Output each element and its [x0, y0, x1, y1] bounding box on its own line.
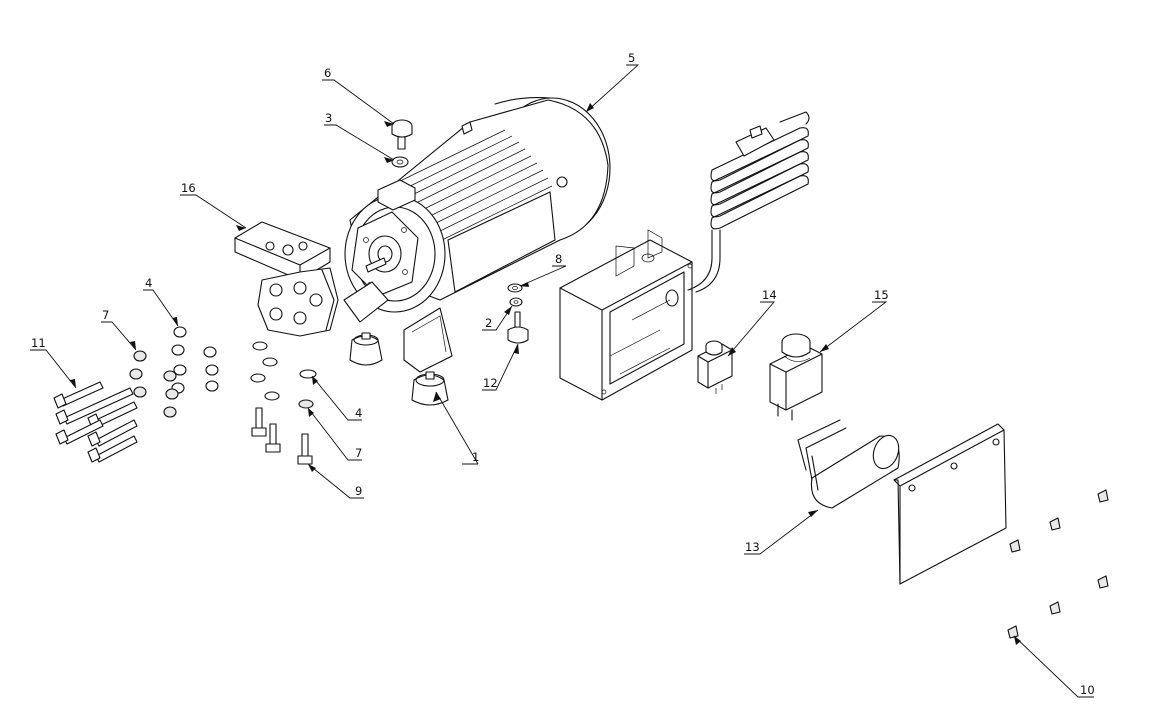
- callout-7-upper: 7: [102, 308, 109, 322]
- part-2-nut: [509, 297, 523, 307]
- capacitor-13: [797, 419, 900, 509]
- motor: [343, 97, 611, 373]
- callout-4-lower: 4: [355, 406, 362, 420]
- callout-labels: 1 2 3 4 4 5 6 7 7 8 9 10 11 12 13 14 15 …: [31, 51, 1095, 697]
- callout-6: 6: [324, 66, 331, 80]
- callout-14: 14: [762, 288, 777, 302]
- callout-1: 1: [472, 450, 479, 464]
- callout-10: 10: [1080, 683, 1095, 697]
- callout-16: 16: [181, 181, 196, 195]
- short-bolts: [251, 407, 313, 465]
- callout-15: 15: [874, 288, 889, 302]
- callout-5: 5: [628, 51, 635, 65]
- leader-arrowheads: [70, 103, 1021, 645]
- callout-9: 9: [355, 484, 362, 498]
- control-box: [559, 229, 693, 401]
- switch-14: [697, 340, 733, 394]
- callout-2: 2: [485, 316, 492, 330]
- callout-8: 8: [555, 252, 562, 266]
- cable-coil: [687, 111, 810, 293]
- screws-10: [1007, 489, 1109, 639]
- part-8-washer: [507, 283, 523, 293]
- part-3-nut: [391, 156, 409, 168]
- pump-head: [234, 221, 339, 337]
- part-12-mount: [507, 311, 529, 344]
- callout-12: 12: [483, 376, 498, 390]
- long-bolts: [53, 381, 138, 463]
- callout-13: 13: [745, 540, 760, 554]
- switch-15: [769, 333, 823, 421]
- nut-set-7: [129, 350, 314, 418]
- washer-set-4: [171, 326, 317, 401]
- leader-lines: [30, 64, 1094, 698]
- cover-plate: [893, 423, 1007, 585]
- callout-4-upper: 4: [145, 276, 152, 290]
- callout-11: 11: [31, 336, 46, 350]
- callout-3: 3: [325, 111, 332, 125]
- part-6-knob: [391, 119, 413, 150]
- callout-7-lower: 7: [355, 446, 362, 460]
